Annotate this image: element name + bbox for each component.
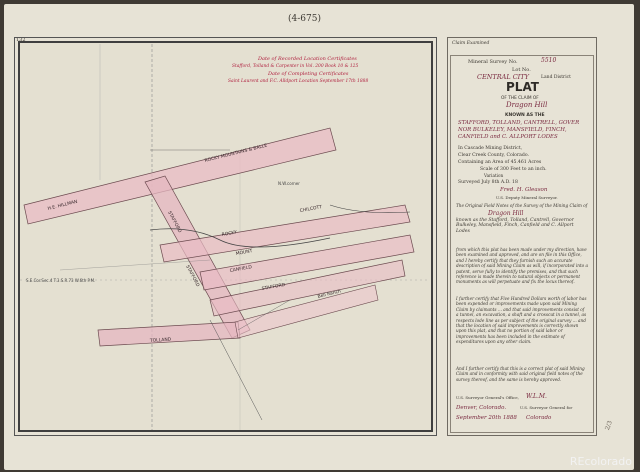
lot-label: Lot No.: [512, 67, 531, 73]
watermark-logo: REcolorado: [569, 455, 632, 468]
surveyor-general: U.S. Surveyor General for: [520, 405, 573, 410]
mining-district: In Cascade Mining District,: [458, 146, 523, 151]
tie-line: [209, 319, 263, 421]
certificate-claimant: Dragon Hill: [488, 210, 524, 217]
map-note: Saint Laurent and F.C. Alldport Location…: [228, 79, 368, 84]
survey-label: Mineral Survey No.: [468, 59, 518, 65]
signature: W.L.M.: [526, 393, 547, 400]
n-marker: N.W.corner: [278, 181, 300, 186]
land-district: CENTRAL CITY: [477, 73, 529, 81]
corner-number: 132: [16, 37, 26, 43]
of-claim: OF THE CLAIM OF: [501, 96, 539, 101]
vein-line: [329, 204, 411, 213]
known-as: KNOWN AS THE: [505, 113, 545, 118]
tie-line: [59, 259, 211, 271]
plat-title: PLAT: [506, 80, 539, 94]
lode-mansfield: [199, 234, 415, 291]
surveyor: Fred. H. Gleason: [500, 187, 548, 193]
land-district-suffix: Land District: [541, 75, 571, 80]
plat-title-panel: [447, 37, 597, 436]
lode-label: ROCKY: [221, 229, 237, 238]
county: Clear Creek County, Colorado.: [458, 153, 529, 158]
claimant: Dragon Hill: [506, 101, 548, 109]
map-note: Date of Recorded Location Certificates: [257, 56, 357, 62]
lode-names-3: CANFIELD and C. ALLPORT LODES: [458, 134, 558, 140]
area: Containing an Area of 45.461 Acres: [458, 160, 542, 165]
variation: Variation: [484, 173, 504, 178]
certificate-intro: The Original Field Notes of the Survey o…: [456, 203, 588, 208]
surveyed-line: Surveyed July 8th A.D. 18: [458, 180, 518, 185]
office: U.S. Surveyor General's Office,: [456, 395, 519, 400]
sheet-number: (4-675): [288, 14, 321, 24]
lode-canfield: [159, 204, 411, 263]
survey-no: 5510: [541, 57, 557, 64]
certificate-known: known as the Stafford, Tolland, Cantrell…: [456, 218, 574, 234]
map-outer-border: [14, 37, 437, 436]
lode-label: STAFFORD: [261, 282, 286, 292]
map-note: Date of Completing Certificates: [267, 71, 349, 77]
office-city: Denver, Colorado.: [456, 405, 507, 411]
lode-label: CHILCOTT: [299, 204, 322, 214]
lode-label: Bell Ranch: [317, 288, 342, 300]
certificate-body: from which this plat has been made under…: [456, 247, 589, 285]
plat-title-panel-inner: [450, 55, 594, 433]
tie-line: [237, 299, 291, 331]
state: Colorado: [526, 415, 552, 421]
certificate-further: I further certify that Five Hundred Doll…: [456, 296, 587, 345]
date: September 20th 1888: [456, 415, 517, 421]
lode-bell: [234, 284, 379, 339]
lode-stafford: [144, 175, 251, 339]
vein-line: [149, 228, 331, 248]
lode-label: MOUNT: [235, 248, 253, 257]
lode-tolland: [97, 321, 241, 347]
certificate-last: And I further certify that this is a cor…: [456, 366, 585, 382]
claim-examined: Claim Examined: [452, 41, 490, 46]
lode-label: TOLLAND: [149, 336, 172, 344]
deputy: U.S. Deputy Mineral Surveyor.: [496, 195, 558, 200]
lode-names-1: STAFFORD, TOLLAND, CANTRELL, GOVER: [458, 120, 580, 126]
lode-names-2: NOR BULKELEY, MANSFIELD, FINCH,: [458, 127, 567, 133]
lode-rocky-mountain: [23, 127, 337, 225]
lode-label: CANFIELD: [229, 264, 253, 274]
scale: Scale of 300 Feet to an inch.: [480, 167, 547, 172]
map-note: Stafford, Tolland & Carpenter in Vol. 20…: [232, 64, 358, 69]
corner-tag: S.E.Cor.Sec.4 T.3.S.R.73 W.6th P.M.: [26, 278, 95, 283]
lode-governor: [209, 259, 406, 317]
